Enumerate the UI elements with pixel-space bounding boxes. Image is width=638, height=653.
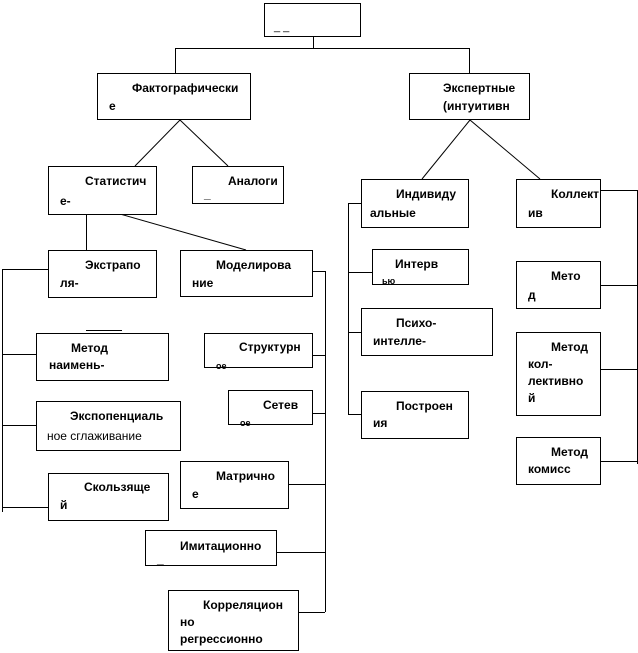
connector-stat-model	[119, 213, 247, 251]
method-coll-label-1: Метод	[551, 340, 589, 354]
psycho-label-2: интелле-	[373, 334, 426, 348]
individual-box: Индивиду альные	[361, 179, 469, 228]
analogy-label-2: _	[204, 187, 211, 201]
psycho-box: Психо- интелле-	[361, 308, 493, 356]
method-comm-label-1: Метод	[551, 445, 589, 459]
exp-smoothing-label-2: ное сглаживание	[47, 429, 142, 443]
correlation-label-1: Корреляцион	[203, 598, 283, 612]
root-label: _ _	[274, 21, 290, 33]
method-coll-label-3: лективно	[528, 374, 584, 388]
extrapolation-label-1: Экстрапо	[85, 258, 141, 272]
matrix-label-2: е	[192, 487, 199, 501]
extrapolation-box: Экстрапо ля-	[48, 250, 157, 298]
network-label-1: Сетев	[263, 398, 299, 412]
modeling-box: Моделирова ние	[180, 250, 313, 297]
method-coll-label-2: кол-	[528, 357, 553, 371]
extrapolation-label-2: ля-	[60, 276, 79, 290]
psycho-label-1: Психо-	[396, 316, 437, 330]
modeling-label-2: ние	[192, 276, 214, 290]
moving-box: Скользяще й	[48, 473, 169, 521]
factographic-box: Фактографически е	[97, 73, 251, 120]
moving-label-2: й	[60, 498, 68, 512]
method-d-label-1: Мето	[551, 269, 581, 283]
structural-box: Структурн ое	[204, 333, 313, 371]
network-box: Сетев ое	[228, 390, 313, 428]
expert-label-2: (интуитивн	[443, 99, 510, 113]
method-comm-box: Метод комисс	[516, 437, 601, 485]
correlation-label-2: но	[180, 615, 195, 629]
connector-fact-analog	[179, 119, 229, 167]
factographic-label-2: е	[109, 99, 116, 113]
matrix-box: Матрично е	[180, 461, 289, 509]
building-label-1: Построен	[396, 399, 453, 413]
individual-label-2: альные	[370, 206, 416, 220]
interview-box: Интерв ью	[372, 249, 469, 286]
connector-fact-stat	[134, 119, 181, 167]
collective-label-1: Коллект	[551, 187, 599, 201]
interview-label-2: ью	[382, 276, 396, 286]
modeling-label-1: Моделирова	[216, 258, 292, 272]
method-d-box: Мето д	[516, 261, 601, 309]
analogy-box: Аналоги _	[192, 166, 284, 204]
exp-smoothing-label-1: Экспопенциаль	[70, 409, 164, 423]
analogy-label-1: Аналоги	[228, 174, 278, 188]
structural-label-1: Структурн	[239, 340, 301, 354]
connector-expert-individual	[421, 119, 471, 180]
moving-label-1: Скользяще	[84, 480, 151, 494]
statistical-label-2: е-	[60, 194, 71, 208]
individual-label-1: Индивиду	[396, 187, 457, 201]
collective-box: Коллект ив	[516, 179, 601, 228]
matrix-label-1: Матрично	[216, 469, 275, 483]
simulation-label-2: _	[157, 552, 164, 566]
least-squares-label-2: наимень-	[49, 358, 105, 372]
simulation-box: Имитационно _	[145, 530, 277, 566]
method-coll-box: Метод кол- лективно й	[516, 332, 601, 416]
root-box: _ _	[264, 3, 361, 37]
structural-label-2: ое	[216, 361, 227, 371]
factographic-label-1: Фактографически	[132, 81, 239, 95]
method-d-label-2: д	[528, 288, 536, 302]
expert-label-1: Экспертные	[443, 81, 516, 95]
least-squares-box: Метод наимень-	[36, 333, 169, 381]
statistical-box: Статистич е-	[48, 166, 157, 215]
expert-box: Экспертные (интуитивн	[409, 73, 530, 120]
least-squares-label-1: Метод	[71, 341, 109, 355]
exp-smoothing-box: Экспопенциаль ное сглаживание	[36, 401, 181, 451]
collective-label-2: ив	[528, 206, 543, 220]
statistical-label-1: Статистич	[85, 174, 147, 188]
method-comm-label-2: комисс	[528, 462, 571, 476]
building-label-2: ия	[373, 416, 388, 430]
simulation-label-1: Имитационно	[180, 539, 262, 553]
building-box: Построен ия	[361, 391, 469, 439]
method-coll-label-4: й	[528, 391, 536, 405]
network-label-2: ое	[240, 418, 251, 428]
correlation-box: Корреляцион но регрессионно	[168, 590, 299, 651]
correlation-label-3: регрессионно	[180, 632, 263, 646]
interview-label-1: Интерв	[395, 257, 439, 271]
connector-expert-collective	[469, 119, 541, 180]
